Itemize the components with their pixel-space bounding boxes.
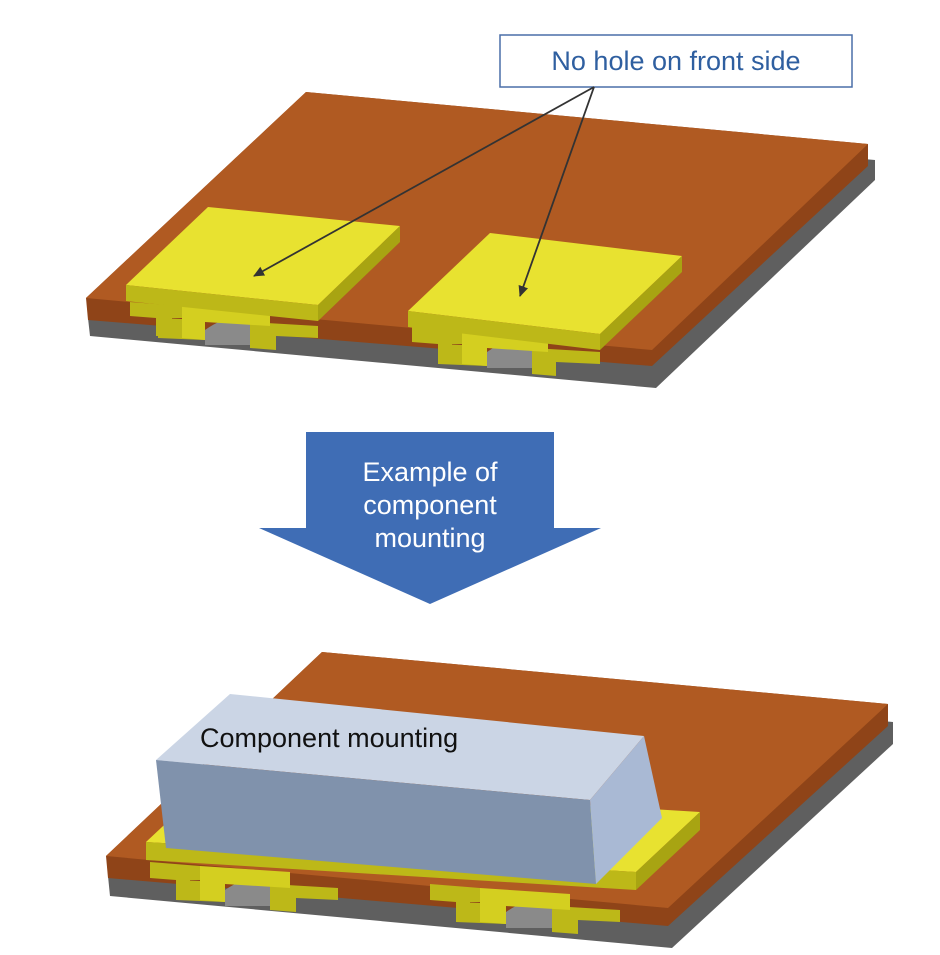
via-left	[130, 302, 318, 350]
top-board	[86, 92, 875, 388]
component-top	[156, 694, 644, 800]
component-front	[156, 760, 596, 884]
callout-text: No hole on front side	[551, 46, 800, 76]
pointer-left	[253, 86, 595, 277]
component-block: Component mounting	[156, 694, 662, 884]
arrow-shape	[259, 432, 601, 604]
arrow-line-3: mounting	[374, 523, 485, 553]
bottom-via-left	[150, 862, 338, 912]
callout: No hole on front side	[253, 34, 853, 297]
arrow-line-2: component	[363, 490, 497, 520]
process-arrow: Example of component mounting	[259, 432, 601, 604]
pointer-right	[518, 86, 595, 297]
bottom-board: Component mounting	[106, 652, 893, 948]
arrow-line-1: Example of	[362, 457, 498, 487]
pad-left	[126, 207, 400, 321]
via-right	[412, 326, 600, 376]
component-label: Component mounting	[200, 723, 458, 753]
pad-right	[408, 233, 682, 350]
component-side	[590, 736, 662, 884]
bottom-via-right	[430, 884, 620, 934]
callout-box	[499, 34, 853, 88]
